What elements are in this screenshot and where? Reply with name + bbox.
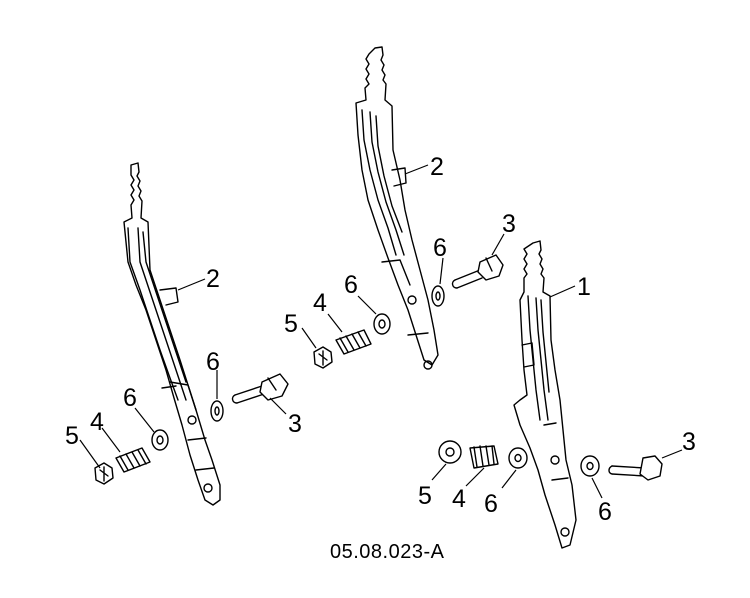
middle-bolt — [451, 254, 504, 289]
right-spring — [469, 445, 499, 469]
middle-spring — [335, 329, 372, 355]
right-washer-inner — [508, 447, 528, 469]
callout-1: 1 — [577, 273, 591, 301]
middle-nut — [313, 346, 333, 369]
callout-3-middle: 3 — [502, 210, 516, 238]
callout-6-right-outer: 6 — [598, 498, 612, 526]
callout-4-right: 4 — [452, 485, 466, 513]
right-guide-arm — [513, 240, 577, 549]
callout-6-middle-outer: 6 — [433, 234, 447, 262]
figure-code: 05.08.023-A — [330, 541, 445, 563]
left-spring — [115, 447, 151, 473]
middle-guide-arm — [355, 46, 439, 370]
right-nut — [438, 440, 462, 464]
callout-3-right: 3 — [682, 428, 696, 456]
callout-4-middle: 4 — [313, 289, 327, 317]
middle-washer-outer — [431, 285, 445, 307]
left-guide-arm — [123, 162, 221, 506]
left-nut — [94, 462, 114, 485]
callout-5-left: 5 — [65, 422, 79, 450]
right-washer-outer — [580, 455, 600, 477]
left-washer-inner — [151, 429, 169, 451]
callout-3-left: 3 — [288, 410, 302, 438]
left-bolt — [231, 373, 289, 404]
middle-washer-inner — [373, 313, 391, 335]
callout-6-left-outer: 6 — [206, 348, 220, 376]
callout-5-right: 5 — [418, 482, 432, 510]
callout-5-middle: 5 — [284, 310, 298, 338]
right-bolt — [608, 455, 663, 481]
callout-4-left: 4 — [90, 408, 104, 436]
right-assembly — [431, 240, 683, 549]
callout-6-right-inner: 6 — [484, 490, 498, 518]
middle-assembly — [301, 46, 505, 370]
left-washer-outer — [210, 400, 224, 422]
left-assembly — [79, 162, 289, 506]
callout-6-middle-inner: 6 — [344, 271, 358, 299]
callout-2-middle: 2 — [430, 153, 444, 181]
callout-6-left-inner: 6 — [123, 384, 137, 412]
callout-2-left: 2 — [206, 265, 220, 293]
